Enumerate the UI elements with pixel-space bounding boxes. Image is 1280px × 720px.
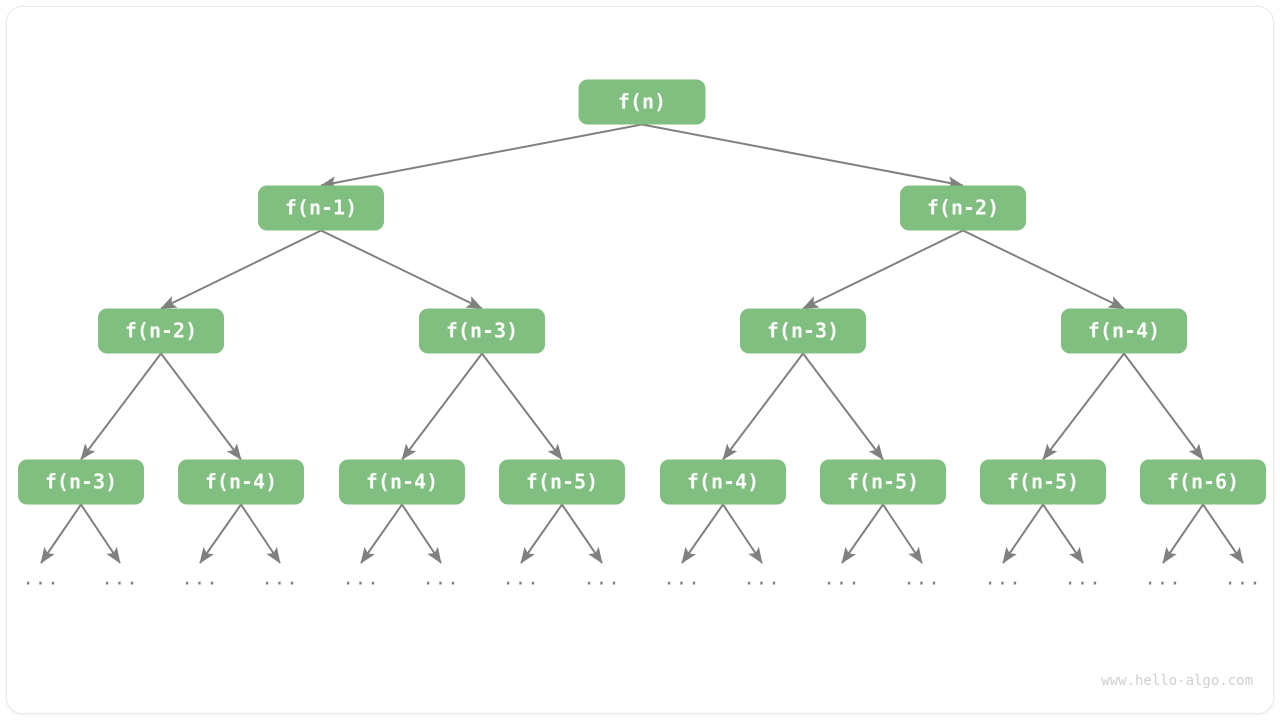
- tree-node-box: [660, 459, 786, 505]
- tree-node-label: f(n-1): [285, 196, 357, 220]
- tree-node-box: [820, 459, 946, 505]
- tree-edge-leaf: [561, 503, 603, 564]
- tree-node-box: [98, 308, 224, 354]
- tree-node-label: f(n-4): [687, 470, 759, 494]
- tree-node-box: [900, 185, 1026, 231]
- tree-edge-leaf: [722, 503, 763, 564]
- nodes-layer: f(n) f(n-1) f(n-2) f(n-2) f(n-3) f(n-3) f(n-4)…: [18, 79, 1266, 505]
- tree-node-label: f(n-4): [366, 470, 438, 494]
- tree-node[interactable]: f(n-5): [980, 459, 1106, 505]
- tree-edge-leaf: [360, 503, 403, 564]
- tree-node[interactable]: f(n-3): [419, 308, 545, 354]
- ellipsis-marker: ···: [663, 573, 700, 595]
- tree-edge-leaf: [520, 503, 563, 564]
- edges-layer: [40, 123, 1244, 564]
- tree-node-label: f(n-5): [526, 470, 598, 494]
- tree-edge: [320, 123, 643, 189]
- tree-edge: [160, 229, 322, 310]
- tree-node-label: f(n-2): [927, 196, 999, 220]
- recursion-tree-svg: f(n) f(n-1) f(n-2) f(n-2) f(n-3) f(n-3) f(n-4)…: [18, 79, 1266, 689]
- tree-edge-leaf: [882, 503, 923, 564]
- tree-node[interactable]: f(n-6): [1140, 459, 1266, 505]
- tree-node[interactable]: f(n-3): [18, 459, 144, 505]
- tree-edge: [1042, 352, 1125, 461]
- tree-node-label: f(n-3): [45, 470, 117, 494]
- tree-edge-leaf: [240, 503, 281, 564]
- watermark: www.hello-algo.com: [1101, 673, 1253, 689]
- tree-node-label: f(n-3): [767, 319, 839, 343]
- ellipsis-marker: ···: [984, 573, 1021, 595]
- tree-node-label: f(n-4): [1088, 319, 1160, 343]
- tree-edge: [160, 352, 242, 461]
- tree-edge: [1123, 352, 1204, 461]
- tree-node-box: [178, 459, 304, 505]
- tree-node[interactable]: f(n-4): [1061, 308, 1187, 354]
- tree-edge: [401, 352, 483, 461]
- tree-edge: [802, 352, 884, 461]
- tree-edge-leaf: [199, 503, 242, 564]
- ellipsis-marker: ···: [1064, 573, 1101, 595]
- tree-edge-leaf: [401, 503, 442, 564]
- tree-edge-leaf: [841, 503, 884, 564]
- tree-node-box: [578, 79, 706, 125]
- ellipsis-marker: ···: [261, 573, 298, 595]
- tree-node[interactable]: f(n-4): [339, 459, 465, 505]
- tree-node[interactable]: f(n-1): [258, 185, 384, 231]
- ellipsis-marker: ···: [422, 573, 459, 595]
- tree-edge-leaf: [40, 503, 82, 564]
- tree-edge: [802, 229, 964, 310]
- ellipsis-marker: ···: [903, 573, 940, 595]
- tree-node-label: f(n-3): [446, 319, 518, 343]
- tree-node-box: [1140, 459, 1266, 505]
- tree-edge: [320, 229, 483, 310]
- tree-node-label: f(n-4): [205, 470, 277, 494]
- tree-edge: [962, 229, 1125, 310]
- tree-node-box: [419, 308, 545, 354]
- tree-node[interactable]: f(n-2): [900, 185, 1026, 231]
- ellipsis-marker: ···: [823, 573, 860, 595]
- diagram-canvas: f(n) f(n-1) f(n-2) f(n-2) f(n-3) f(n-3) f(n-4)…: [6, 6, 1274, 714]
- tree-node-box: [339, 459, 465, 505]
- tree-node-box: [740, 308, 866, 354]
- tree-node[interactable]: f(n-4): [660, 459, 786, 505]
- tree-node-label: f(n): [618, 90, 666, 114]
- tree-node-box: [499, 459, 625, 505]
- tree-node-box: [980, 459, 1106, 505]
- ellipsis-marker: ···: [22, 573, 59, 595]
- tree-node-box: [18, 459, 144, 505]
- tree-node-label: f(n-6): [1167, 470, 1239, 494]
- ellipsis-marker: ···: [743, 573, 780, 595]
- ellipsis-marker: ···: [502, 573, 539, 595]
- tree-edge-leaf: [1002, 503, 1044, 564]
- tree-node-box: [1061, 308, 1187, 354]
- tree-edge: [722, 352, 804, 461]
- tree-node[interactable]: f(n): [578, 79, 706, 125]
- tree-node-label: f(n-5): [1007, 470, 1079, 494]
- tree-node-label: f(n-2): [125, 319, 197, 343]
- ellipsis-marker: ···: [342, 573, 379, 595]
- tree-node[interactable]: f(n-5): [499, 459, 625, 505]
- ellipsis-row: ··· ··· ··· ··· ··· ··· ··· ··· ··· ··· ··· ··· ··· ·…: [22, 573, 1261, 595]
- ellipsis-marker: ···: [583, 573, 620, 595]
- tree-edge-leaf: [1162, 503, 1204, 564]
- tree-node[interactable]: f(n-4): [178, 459, 304, 505]
- tree-edge: [481, 352, 563, 461]
- tree-edge: [641, 123, 964, 189]
- ellipsis-marker: ···: [1224, 573, 1261, 595]
- ellipsis-marker: ···: [181, 573, 218, 595]
- tree-node-label: f(n-5): [847, 470, 919, 494]
- tree-edge: [80, 352, 162, 461]
- tree-node[interactable]: f(n-2): [98, 308, 224, 354]
- tree-edge-leaf: [1042, 503, 1084, 564]
- tree-node[interactable]: f(n-5): [820, 459, 946, 505]
- tree-node[interactable]: f(n-3): [740, 308, 866, 354]
- ellipsis-marker: ···: [101, 573, 138, 595]
- tree-edge-leaf: [80, 503, 121, 564]
- ellipsis-marker: ···: [1144, 573, 1181, 595]
- tree-edge-leaf: [1202, 503, 1244, 564]
- tree-edge-leaf: [681, 503, 724, 564]
- tree-node-box: [258, 185, 384, 231]
